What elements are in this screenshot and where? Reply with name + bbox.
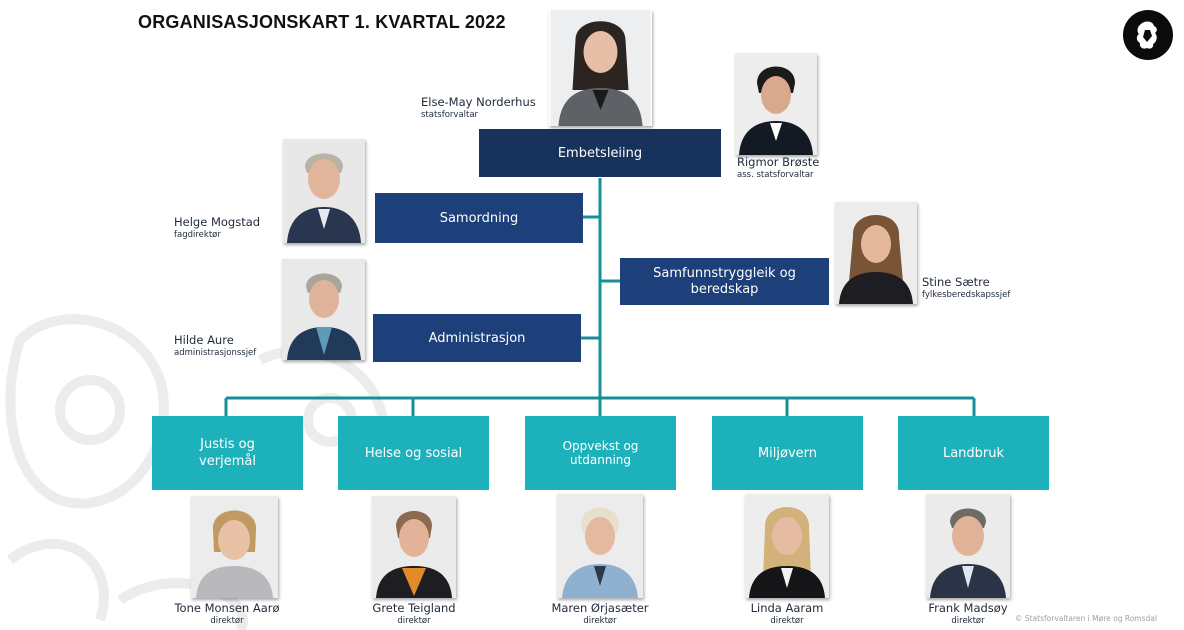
role-dept-head-landbruk: direktør [951, 616, 985, 626]
dept-helse: Helse og sosial [338, 416, 489, 490]
dept-helse-label: Helse og sosial [364, 445, 463, 461]
dept-justis: Justis og verjemål [152, 416, 303, 490]
unit-samordning-label: Samordning [439, 210, 519, 226]
footer-copyright: © Statsforvaltaren i Møre og Romsdal [1015, 614, 1157, 623]
unit-administrasjon: Administrasjon [373, 314, 581, 362]
name-dept-head-miljovern: Linda Aaram [750, 601, 824, 615]
name-dept-head-landbruk: Frank Madsøy [928, 601, 1008, 615]
unit-embetsleiing-label: Embetsleiing [557, 145, 643, 161]
dept-miljovern: Miljøvern [712, 416, 863, 490]
photo-frank-madsoy [926, 494, 1010, 598]
photo-tone-monsen-aaro [191, 496, 278, 598]
photo-grete-teigland [372, 496, 456, 598]
name-stine-saetre: Stine Sætre [922, 275, 990, 289]
page-title: ORGANISASJONSKART 1. KVARTAL 2022 [138, 12, 506, 32]
role-rigmor-broste: ass. statsforvaltar [737, 170, 814, 180]
dept-oppvekst: Oppvekst og utdanning [525, 416, 676, 490]
dept-landbruk-label: Landbruk [942, 445, 1005, 461]
unit-samfunnstryggleik: Samfunnstryggleik og beredskap [620, 258, 829, 305]
name-dept-head-helse: Grete Teigland [372, 601, 456, 615]
unit-samfunnstryggleik-label-line2: beredskap [690, 281, 759, 297]
dept-landbruk: Landbruk [898, 416, 1049, 490]
role-else-may-norderhus: statsforvaltar [421, 110, 479, 120]
name-hilde-aure: Hilde Aure [174, 333, 234, 347]
photo-linda-aaram [745, 494, 829, 598]
photo-rigmor-broste [735, 53, 817, 155]
unit-samfunnstryggleik-label-line1: Samfunnstryggleik og [653, 265, 796, 281]
role-dept-head-oppvekst: direktør [583, 616, 617, 626]
photo-stine-saetre [835, 202, 917, 304]
role-stine-saetre: fylkesberedskapssjef [922, 290, 1011, 300]
unit-samordning: Samordning [375, 193, 583, 243]
dept-justis-label-line1: Justis og [200, 437, 255, 452]
dept-oppvekst-label: Oppvekst og utdanning [562, 439, 639, 467]
photo-hilde-aure [282, 259, 365, 360]
role-dept-head-justis: direktør [210, 616, 244, 626]
coat-of-arms-lion-icon [1123, 10, 1173, 60]
name-else-may-norderhus: Else-May Norderhus [421, 95, 536, 109]
dept-miljovern-label: Miljøvern [757, 445, 818, 461]
name-rigmor-broste: Rigmor Brøste [737, 155, 820, 169]
photo-maren-orjasaeter [557, 494, 643, 598]
unit-administrasjon-label: Administrasjon [428, 330, 526, 346]
unit-embetsleiing: Embetsleiing [479, 129, 721, 177]
dept-justis-label-line2: verjemål [199, 454, 256, 469]
photo-helge-mogstad [283, 139, 365, 243]
role-dept-head-miljovern: direktør [770, 616, 804, 626]
role-dept-head-helse: direktør [397, 616, 431, 626]
role-hilde-aure: administrasjonssjef [174, 348, 257, 358]
name-dept-head-oppvekst: Maren Ørjasæter [551, 601, 649, 615]
name-dept-head-justis: Tone Monsen Aarø [174, 601, 280, 615]
name-helge-mogstad: Helge Mogstad [174, 215, 261, 229]
role-helge-mogstad: fagdirektør [174, 230, 221, 240]
photo-else-may-norderhus [549, 10, 652, 126]
